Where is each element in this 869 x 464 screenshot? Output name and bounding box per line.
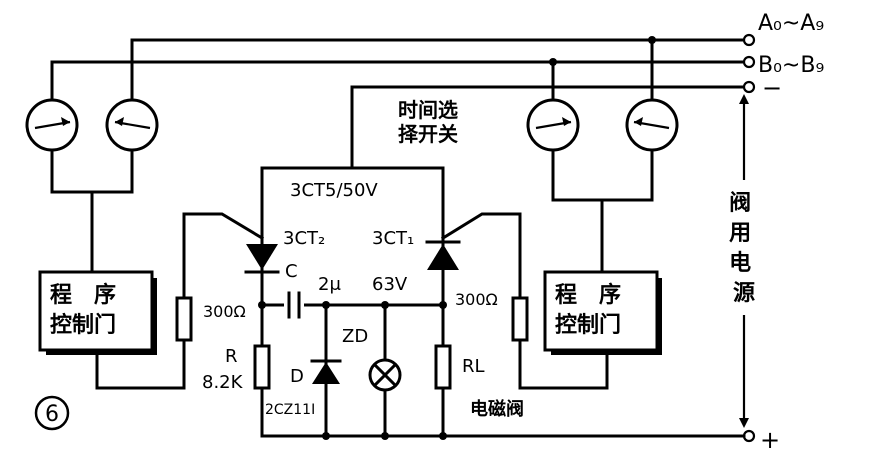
left-selector-switches [25, 98, 159, 274]
scr-right-label: 3CT₁ [372, 228, 414, 249]
right-selector-switches [526, 98, 679, 274]
valve-power-char-4: 源 [733, 281, 755, 306]
valve-power-char-2: 用 [729, 221, 751, 246]
resistor-300-left [175, 296, 193, 342]
r-letter: R [225, 346, 238, 367]
resistor-r [253, 344, 271, 390]
terminal-a-label: A₀~A₉ [758, 11, 824, 36]
valve-power-arrow [739, 94, 749, 428]
scr-rating-label: 3CT5/50V [290, 180, 378, 201]
time-switch-label-1: 时间选 [398, 98, 458, 122]
load-label: RL [462, 356, 485, 377]
solenoid-label: 电磁阀 [470, 398, 524, 420]
gate-right-line2: 控制门 [555, 312, 621, 338]
cap-letter: C [285, 261, 298, 282]
gate-right-line1: 程 序 [555, 282, 621, 308]
diode-letter: D [290, 366, 304, 387]
junctions [258, 36, 656, 440]
terminal-circles [742, 33, 756, 443]
cap-value: 2μ [318, 274, 341, 295]
right-gate-box [543, 270, 662, 355]
figure-number: 6 [45, 402, 59, 427]
r-value: 8.2K [202, 372, 244, 393]
cap-voltage: 63V [372, 274, 408, 295]
gate-left-line2: 控制门 [50, 312, 116, 338]
terminal-minus-label: − [762, 74, 782, 102]
terminal-b [742, 55, 756, 69]
zener-label: ZD [342, 326, 368, 347]
diode-part: 2CZ11I [265, 402, 315, 418]
bus-wires [50, 38, 746, 170]
terminal-b-label: B₀~B₉ [758, 53, 824, 78]
valve-power-char-1: 阀 [729, 191, 751, 216]
capacitor [284, 291, 304, 319]
terminal-a [742, 33, 756, 47]
terminal-minus [742, 80, 756, 94]
res-right-label: 300Ω [455, 290, 498, 309]
left-gate-box [38, 270, 157, 355]
scr-left [244, 244, 280, 274]
figure-number-circle [34, 395, 70, 431]
scr-right [425, 240, 461, 270]
valve-power-char-3: 电 [729, 251, 751, 276]
res-left-label: 300Ω [203, 302, 246, 321]
lamp-zd [368, 358, 402, 392]
terminal-plus-label: + [760, 426, 780, 454]
resistor-300-right [511, 296, 529, 342]
valve-power-label: 阀 用 电 源 [729, 191, 759, 306]
gate-left-line1: 程 序 [50, 282, 116, 308]
scr-left-label: 3CT₂ [283, 228, 325, 249]
time-switch-label-2: 择开关 [398, 122, 458, 146]
resistor-rl [434, 344, 452, 390]
diode-d [310, 359, 342, 384]
resistors [175, 296, 529, 390]
